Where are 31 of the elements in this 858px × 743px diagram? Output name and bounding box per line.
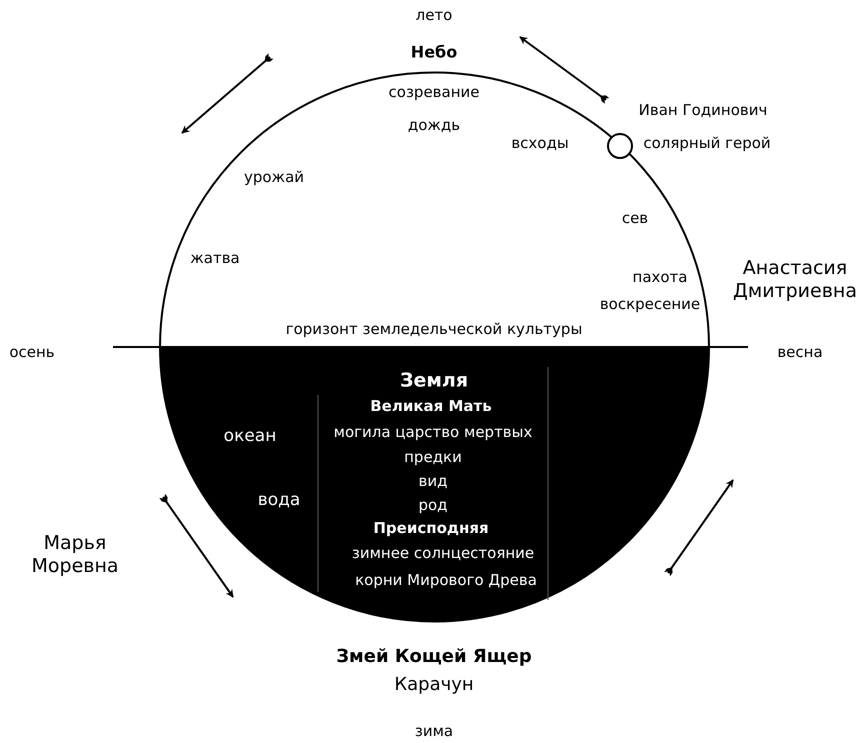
season-label: осень — [9, 343, 55, 361]
character-name: Иван Годинович — [638, 101, 768, 119]
character-name: Змей Кощей Ящер — [336, 646, 532, 668]
character-name: Марья Моревна — [30, 532, 120, 578]
season-label: весна — [777, 343, 823, 361]
concept-label: дождь — [408, 116, 460, 134]
concept-label: род — [418, 496, 448, 514]
concept-label: всходы — [511, 134, 569, 152]
concept-label: вода — [258, 490, 300, 510]
concept-label: Великая Мать — [370, 397, 492, 415]
concept-label: горизонт земледельческой культуры — [286, 320, 582, 338]
realm-label: Земля — [400, 370, 468, 392]
concept-label: созревание — [388, 83, 480, 101]
concept-label: солярный герой — [643, 134, 771, 152]
concept-label: зимнее солнцестояние — [352, 544, 534, 562]
season-label: зима — [414, 722, 454, 740]
realm-label: Преисподняя — [373, 519, 489, 537]
concept-label: жатва — [190, 249, 240, 267]
concept-label: сев — [622, 209, 648, 227]
realm-label: Небо — [410, 42, 458, 62]
character-name: Карачун — [394, 674, 474, 696]
concept-label: воскресение — [600, 295, 700, 313]
concept-label: пахота — [632, 268, 688, 286]
concept-label: урожай — [244, 168, 304, 186]
concept-label: океан — [224, 426, 276, 446]
character-name: Анастасия Дмитриевна — [732, 257, 858, 303]
concept-label: вид — [418, 472, 448, 490]
concept-label: могила царство мертвых — [334, 423, 532, 441]
season-label: лето — [416, 6, 452, 24]
concept-label: предки — [404, 448, 462, 466]
concept-label: корни Мирового Древа — [355, 571, 537, 589]
